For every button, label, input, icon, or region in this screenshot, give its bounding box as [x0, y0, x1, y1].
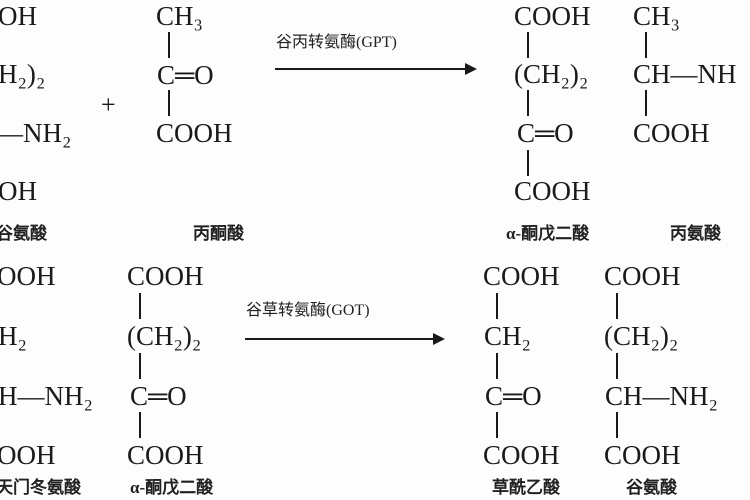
formula-group: COOH [127, 261, 204, 291]
formula-group: COOH [633, 118, 710, 148]
formula-group: OOH [0, 261, 56, 291]
compound-label: 丙酮酸 [193, 224, 244, 243]
bond [139, 353, 141, 379]
bond [496, 412, 498, 438]
formula-group: COOH [127, 440, 204, 470]
formula-group: (CH₂)₂ [514, 59, 589, 89]
formula-group: C═O [130, 381, 187, 411]
formula-group: CH—NH [633, 59, 737, 89]
formula-group: CH₃ [156, 1, 203, 31]
reaction-arrow [275, 63, 477, 75]
formula-group: —NH₂ [0, 118, 72, 148]
compound-label: 谷氨酸 [626, 478, 677, 497]
bond [527, 150, 529, 176]
bond [616, 293, 618, 319]
bond [496, 293, 498, 319]
bond [168, 32, 170, 58]
bond [527, 90, 529, 116]
formula-group: COOH [156, 118, 233, 148]
compound-label: 草酰乙酸 [492, 478, 560, 497]
compound-label: 天门冬氨酸 [0, 478, 81, 497]
formula-group: C═O [485, 381, 542, 411]
bond [616, 353, 618, 379]
compound-label: α-酮戊二酸 [506, 224, 590, 243]
plus-sign: + [101, 90, 116, 119]
formula-group: H—NH₂ [0, 381, 93, 411]
formula-group: (CH₂)₂ [604, 321, 679, 351]
bond [139, 293, 141, 319]
compound-label: α-酮戊二酸 [130, 478, 214, 497]
formula-group: COOH [604, 440, 681, 470]
compound-label: 谷氨酸 [0, 224, 47, 243]
bond [527, 32, 529, 58]
bond [645, 32, 647, 58]
bond [496, 353, 498, 379]
bond [645, 90, 647, 116]
formula-group: COOH [483, 261, 560, 291]
formula-group: OH [0, 1, 37, 31]
formula-group: C═O [157, 60, 214, 90]
formula-group: COOH [604, 261, 681, 291]
formula-group: CH₂ [484, 321, 531, 351]
enzyme-label: 谷草转氨酶(GOT) [246, 302, 370, 319]
formula-group: COOH [514, 1, 591, 31]
bond [616, 412, 618, 438]
formula-group: CH—NH₂ [605, 381, 718, 411]
formula-group: (CH₂)₂ [127, 321, 202, 351]
formula-group: CH₃ [633, 1, 680, 31]
formula-group: C═O [517, 118, 574, 148]
formula-group: COOH [483, 440, 560, 470]
formula-group: COOH [514, 176, 591, 206]
bond [168, 90, 170, 116]
compound-label: 丙氨酸 [670, 224, 721, 243]
bond [139, 412, 141, 438]
formula-group: OH [0, 176, 37, 206]
enzyme-label: 谷丙转氨酶(GPT) [276, 34, 397, 51]
formula-group: OOH [0, 440, 56, 470]
formula-group: H₂)₂ [0, 59, 46, 89]
formula-group: H₂ [0, 321, 27, 351]
reaction-arrow [245, 333, 445, 345]
